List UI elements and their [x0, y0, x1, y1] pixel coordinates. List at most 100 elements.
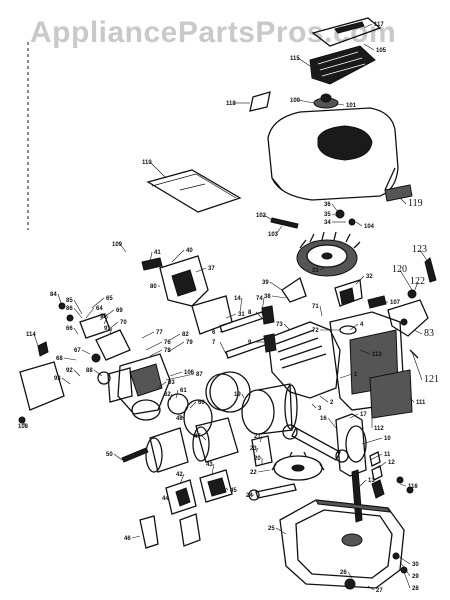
leader-line-32 [355, 275, 365, 285]
callout-16: 16 [320, 416, 327, 422]
leader-line-48 [177, 413, 185, 419]
leader-line-28 [403, 571, 411, 589]
starter-cup-part [334, 279, 363, 307]
leader-line-46 [131, 535, 141, 539]
callout-33: 33 [312, 268, 319, 274]
callout-72: 72 [312, 328, 319, 334]
callout-30: 30 [412, 562, 419, 568]
leader-line-104 [355, 221, 363, 227]
callout-66: 66 [66, 326, 73, 332]
fuel-cap-part [313, 93, 339, 109]
leader-line-1 [339, 373, 353, 379]
leader-line-91 [109, 327, 113, 335]
callout-88: 88 [86, 368, 93, 374]
callout-35: 35 [324, 212, 331, 218]
leader-line-67 [81, 349, 91, 355]
callout-121: 121 [424, 374, 439, 385]
callout-103: 103 [268, 232, 279, 238]
leader-line-105 [363, 43, 375, 51]
callout-29: 29 [412, 574, 419, 580]
callout-22: 22 [250, 470, 257, 476]
callout-118: 118 [226, 101, 236, 107]
leader-line-50 [113, 453, 123, 461]
callout-60: 60 [198, 400, 205, 406]
bolt-part-4 [400, 566, 408, 574]
cable-part [179, 513, 201, 547]
callout-9: 9 [248, 340, 252, 346]
callout-11: 11 [384, 452, 391, 458]
leader-line-71 [319, 305, 323, 317]
bolt-part-3 [392, 552, 400, 560]
leader-line-27 [367, 585, 375, 591]
carburetor-part [58, 302, 171, 421]
flywheel-part [296, 231, 361, 277]
leader-line-64 [85, 307, 95, 319]
leader-line-29 [399, 561, 411, 577]
gasket-part [191, 295, 233, 335]
spring-part [369, 451, 383, 481]
callout-46: 46 [124, 536, 131, 542]
callout-90: 90 [100, 314, 107, 320]
engine-base-part [279, 499, 405, 589]
valve-assembly-part [219, 305, 277, 359]
leader-line-85 [73, 299, 83, 315]
leader-line-114 [33, 333, 39, 347]
callout-67: 67 [74, 348, 81, 354]
leader-line-13 [357, 479, 367, 489]
callout-20: 20 [254, 456, 261, 462]
leader-line-45 [225, 487, 229, 491]
callout-117: 117 [374, 22, 384, 28]
air-filter-cover-part [311, 17, 382, 47]
leader-line-122 [413, 281, 419, 293]
callout-28: 28 [412, 586, 419, 592]
callout-19: 19 [234, 392, 241, 398]
callout-13: 13 [368, 478, 375, 484]
decal-part [249, 91, 271, 112]
callout-64: 64 [96, 306, 103, 312]
leader-line-77 [141, 331, 155, 339]
leader-line-41 [149, 251, 153, 263]
callout-86: 86 [66, 306, 73, 312]
callout-78: 78 [164, 348, 171, 354]
leader-line-33 [319, 267, 325, 271]
control-bracket-part [141, 255, 209, 307]
callout-23: 23 [250, 446, 257, 452]
callout-24: 24 [246, 493, 253, 499]
callout-71: 71 [312, 304, 319, 310]
callout-34: 34 [324, 220, 331, 226]
leader-line-61 [175, 389, 179, 399]
leader-line-83 [413, 329, 423, 335]
mounting-plate-part [19, 361, 65, 411]
callout-84: 84 [50, 292, 57, 298]
leader-line-12 [377, 461, 387, 469]
callout-12: 12 [388, 460, 395, 466]
muffler-part [145, 417, 239, 473]
leader-line-101 [335, 103, 345, 106]
leader-line-21 [259, 435, 263, 443]
callout-40: 40 [186, 248, 193, 254]
leader-line-84 [57, 293, 63, 307]
leader-line-79 [167, 341, 185, 353]
leader-line-60 [189, 401, 197, 409]
leader-line-116 [399, 483, 407, 487]
leader-line-10 [361, 437, 383, 445]
nut-part [348, 218, 356, 226]
leader-line-23 [255, 447, 259, 453]
callout-6: 6 [212, 330, 216, 336]
callout-41: 41 [154, 250, 161, 256]
drain-plug-part [344, 578, 356, 590]
callout-120: 120 [392, 264, 407, 275]
leader-line-16 [327, 417, 337, 429]
timing-gear-part [271, 451, 325, 481]
leader-line-35 [331, 213, 339, 217]
leader-line-22 [257, 469, 271, 473]
leader-line-31 [225, 313, 237, 319]
callout-63: 63 [168, 380, 175, 386]
air-cleaner-body-part [97, 367, 133, 403]
callout-85: 85 [66, 298, 73, 304]
callout-38: 38 [264, 294, 271, 300]
leader-line-115 [297, 57, 311, 67]
callout-108: 108 [18, 424, 29, 430]
leader-line-68 [63, 357, 77, 361]
